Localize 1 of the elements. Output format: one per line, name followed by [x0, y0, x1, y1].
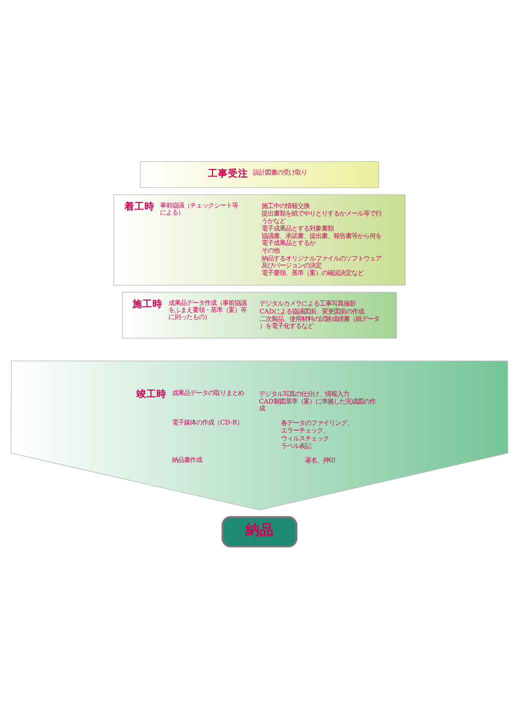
node-box: 納品 — [222, 516, 298, 548]
